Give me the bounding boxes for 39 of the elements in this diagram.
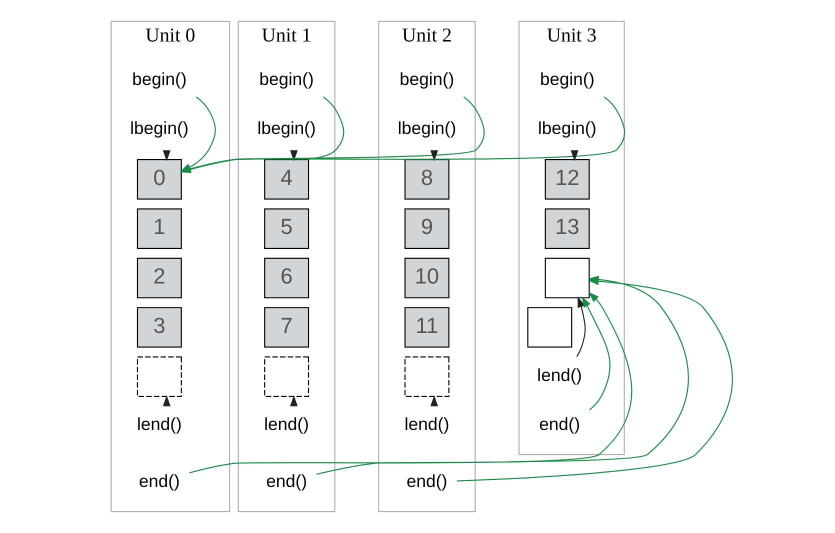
node-text: lend() <box>136 414 182 434</box>
node-box: 4 <box>264 159 310 200</box>
node-text: lbegin() <box>398 118 456 138</box>
node-box <box>404 356 450 397</box>
node-box: 0 <box>136 159 182 200</box>
arrow <box>576 296 586 357</box>
node-text: end() <box>406 471 448 492</box>
node-box <box>264 356 310 397</box>
node-box: 7 <box>264 307 310 348</box>
node-box: 2 <box>136 258 182 298</box>
node-text: lbegin() <box>257 118 316 138</box>
node-box: 10 <box>404 258 450 298</box>
node-text: begin() <box>132 68 187 89</box>
node-text: lbegin() <box>130 118 189 138</box>
node-text: begin() <box>400 68 454 89</box>
node-box: 8 <box>404 159 450 200</box>
node-box: 11 <box>404 307 450 348</box>
node-box: 6 <box>264 258 310 298</box>
node-text: begin() <box>259 68 314 89</box>
node-box <box>544 258 590 298</box>
node-text: end() <box>138 471 180 492</box>
node-box: 1 <box>136 208 182 249</box>
node-box: 3 <box>136 307 182 348</box>
node-box <box>527 307 572 348</box>
node-text: lbegin() <box>538 118 597 138</box>
arrow <box>456 277 733 482</box>
arrow <box>582 296 610 410</box>
node-text: end() <box>539 414 580 434</box>
node-text: end() <box>266 471 308 492</box>
arrow <box>189 292 632 474</box>
node-box: 12 <box>544 159 590 200</box>
node-text: lend() <box>537 364 582 385</box>
node-box: 13 <box>544 208 590 249</box>
node-box: 5 <box>264 208 310 249</box>
node-text: lend() <box>264 414 310 434</box>
node-box: 9 <box>404 208 450 249</box>
node-box <box>136 356 182 397</box>
node-text: begin() <box>540 68 595 89</box>
node-text: lend() <box>404 414 450 434</box>
